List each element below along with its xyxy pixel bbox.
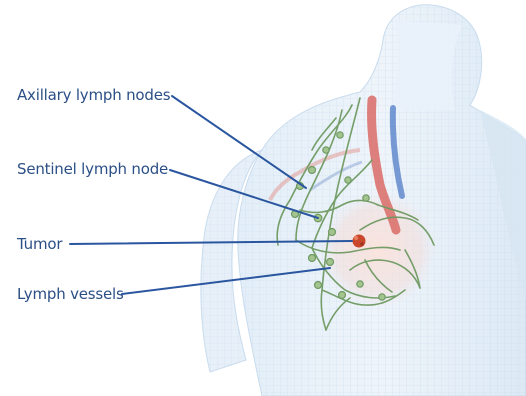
label-tumor: Tumor xyxy=(17,235,62,253)
label-sentinel-lymph-node: Sentinel lymph node xyxy=(17,160,168,178)
label-lymph-vessels: Lymph vessels xyxy=(17,285,124,303)
lymph-node xyxy=(379,294,385,300)
lymph-node xyxy=(363,195,369,201)
lymph-node xyxy=(327,259,334,266)
lymph-node xyxy=(357,281,363,287)
label-axillary-lymph-nodes: Axillary lymph nodes xyxy=(17,86,170,104)
lymph-node xyxy=(339,292,346,299)
lymph-node xyxy=(323,147,329,153)
lymph-node xyxy=(315,282,322,289)
lymph-node xyxy=(337,132,343,138)
lymph-node xyxy=(329,229,336,236)
lymph-node xyxy=(309,167,316,174)
lymph-node xyxy=(345,177,351,183)
lymph-node xyxy=(309,255,316,262)
tumor xyxy=(353,235,366,248)
breast-tissue xyxy=(316,188,440,312)
